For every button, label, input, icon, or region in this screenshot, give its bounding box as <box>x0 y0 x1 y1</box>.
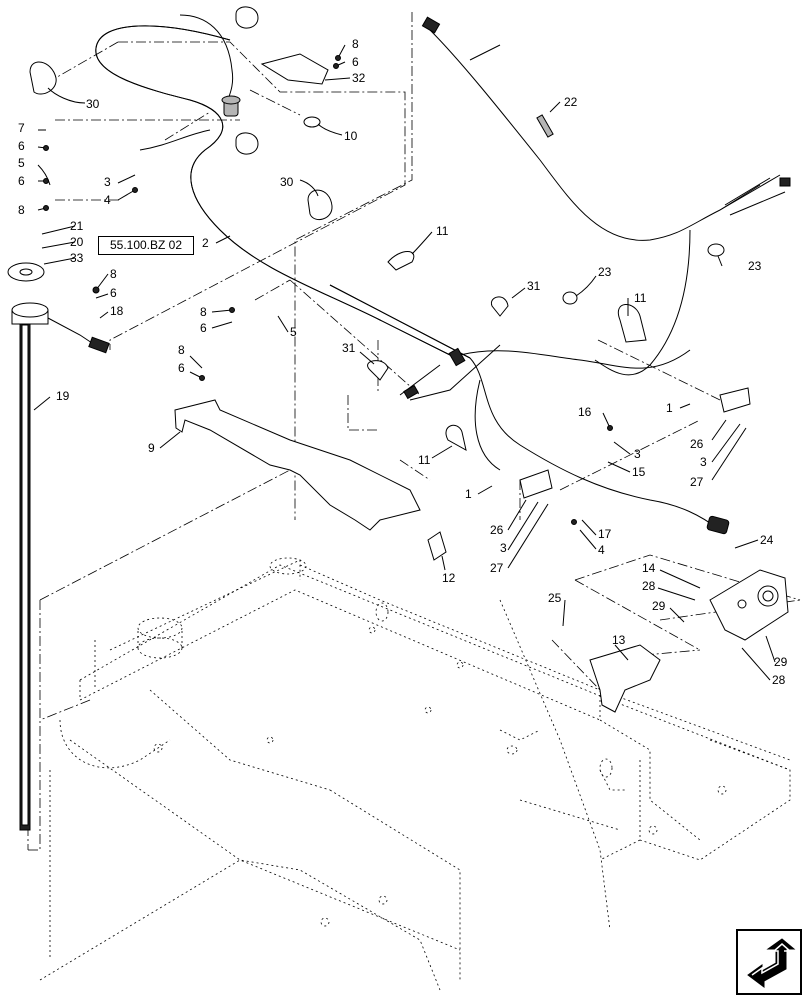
callout-11: 11 <box>634 291 647 305</box>
callout-4: 4 <box>104 193 111 207</box>
callout-11: 11 <box>436 224 449 238</box>
callout-27: 27 <box>690 475 704 489</box>
callout-26: 26 <box>690 437 704 451</box>
callout-16: 16 <box>578 405 592 419</box>
callout-29: 29 <box>774 655 788 669</box>
callout-21: 21 <box>70 219 84 233</box>
callout-20: 20 <box>70 235 84 249</box>
callout-22: 22 <box>564 95 578 109</box>
callout-1: 1 <box>465 487 472 501</box>
callout-5: 5 <box>290 325 297 339</box>
callout-13: 13 <box>612 633 626 647</box>
callout-8: 8 <box>18 203 25 217</box>
callout-6: 6 <box>178 361 185 375</box>
callout-6: 6 <box>110 286 117 300</box>
assembly-guide-lines <box>27 12 801 851</box>
callout-28: 28 <box>642 579 656 593</box>
callout-11: 11 <box>418 453 431 467</box>
callout-8: 8 <box>110 267 117 281</box>
callout-3: 3 <box>634 447 641 461</box>
callout-30: 30 <box>280 175 294 189</box>
callout-28: 28 <box>772 673 786 687</box>
callout-2: 2 <box>202 236 209 250</box>
callout-31: 31 <box>527 279 541 293</box>
callout-9: 9 <box>148 441 155 455</box>
callout-12: 12 <box>442 571 456 585</box>
callout-15: 15 <box>632 465 646 479</box>
callout-32: 32 <box>352 71 366 85</box>
callout-33: 33 <box>70 251 84 265</box>
wire-harness <box>95 14 791 535</box>
callout-27: 27 <box>490 561 504 575</box>
callout-8: 8 <box>352 37 359 51</box>
callout-labels: 8 6 32 10 30 7 6 5 6 8 3 4 30 21 20 33 2… <box>18 37 788 687</box>
machine-frame <box>39 557 791 991</box>
callout-8: 8 <box>200 305 207 319</box>
callout-23: 23 <box>598 265 612 279</box>
callout-25: 25 <box>548 591 562 605</box>
callout-4: 4 <box>598 543 605 557</box>
callout-24: 24 <box>760 533 774 547</box>
callout-7: 7 <box>18 121 25 135</box>
callout-10: 10 <box>344 129 358 143</box>
next-page-button[interactable] <box>736 929 802 995</box>
reference-box[interactable]: 55.100.BZ 02 <box>98 236 194 255</box>
callout-1: 1 <box>666 401 673 415</box>
callout-31: 31 <box>342 341 356 355</box>
callout-3: 3 <box>700 455 707 469</box>
callout-8: 8 <box>178 343 185 357</box>
callout-6: 6 <box>18 174 25 188</box>
callout-18: 18 <box>110 304 124 318</box>
callout-6: 6 <box>352 55 359 69</box>
callout-19: 19 <box>56 389 70 403</box>
callout-5: 5 <box>18 156 25 170</box>
callout-14: 14 <box>642 561 656 575</box>
parts <box>7 6 789 831</box>
callout-26: 26 <box>490 523 504 537</box>
callout-3: 3 <box>500 541 507 555</box>
callout-23: 23 <box>748 259 762 273</box>
callout-6: 6 <box>18 139 25 153</box>
callout-17: 17 <box>598 527 612 541</box>
callout-leaders <box>33 44 776 681</box>
next-page-arrow-icon <box>747 938 796 988</box>
callout-29: 29 <box>652 599 666 613</box>
callout-3: 3 <box>104 175 111 189</box>
callout-6: 6 <box>200 321 207 335</box>
callout-30: 30 <box>86 97 100 111</box>
